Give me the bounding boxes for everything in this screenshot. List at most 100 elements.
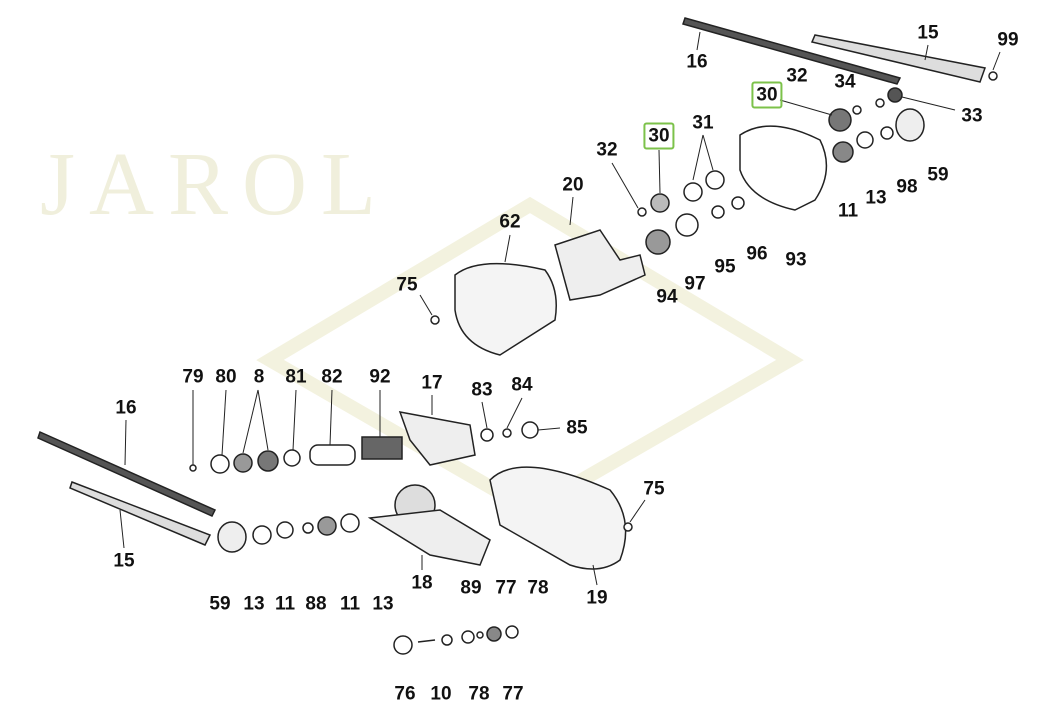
callout-11: 11 — [274, 593, 296, 615]
cover-19 — [489, 466, 627, 570]
callout-32: 32 — [786, 65, 808, 87]
callout-62: 62 — [499, 211, 521, 233]
lever-17 — [398, 411, 476, 466]
nut-99 — [988, 71, 998, 81]
washer-77 — [461, 630, 475, 644]
ring-31a — [705, 170, 725, 190]
leader-lines — [119, 31, 1001, 586]
ring-97 — [675, 213, 699, 237]
wiper-arm-bottom — [69, 481, 212, 546]
bolt-10 — [417, 639, 436, 643]
washer-78b — [505, 625, 519, 639]
bearing-30-top — [828, 108, 852, 132]
callout-30[interactable]: 30 — [751, 81, 783, 109]
callout-13: 13 — [372, 593, 394, 615]
callout-16: 16 — [686, 51, 708, 73]
callout-96: 96 — [746, 243, 768, 265]
callout-76: 76 — [394, 683, 416, 704]
callout-17: 17 — [421, 372, 443, 394]
washer-80 — [210, 454, 230, 474]
callout-19: 19 — [586, 587, 608, 609]
wiper-blade-bottom — [37, 430, 217, 517]
washer-13 — [252, 525, 272, 545]
washer-13-top — [856, 131, 874, 149]
wiper-arm-top — [810, 34, 986, 83]
callout-78: 78 — [527, 577, 549, 599]
washer-32-top — [852, 105, 862, 115]
callout-83: 83 — [471, 379, 493, 401]
spring-92 — [361, 436, 403, 460]
part-76 — [393, 635, 413, 655]
callout-15: 15 — [917, 22, 939, 44]
callout-82: 82 — [321, 366, 343, 388]
bearing-8b — [257, 450, 279, 472]
callout-59: 59 — [209, 593, 231, 615]
callout-79: 79 — [182, 366, 204, 388]
screw-75b — [623, 522, 633, 532]
callout-13: 13 — [243, 593, 265, 615]
callout-11: 11 — [339, 593, 361, 615]
callout-30[interactable]: 30 — [643, 122, 675, 150]
callout-93: 93 — [785, 249, 807, 271]
washer-32 — [637, 207, 647, 217]
seal-94 — [645, 229, 671, 255]
washer-95 — [711, 205, 725, 219]
callout-16: 16 — [115, 397, 137, 419]
washer-77b — [486, 626, 502, 642]
bearing-30 — [650, 193, 670, 213]
ring-85 — [521, 421, 539, 439]
callout-31: 31 — [692, 112, 714, 134]
gasket-93 — [739, 125, 828, 211]
callout-75: 75 — [396, 274, 418, 296]
callout-94: 94 — [656, 286, 678, 308]
cap-59-top — [895, 108, 925, 142]
callout-81: 81 — [285, 366, 307, 388]
callout-78: 78 — [468, 683, 490, 704]
callout-97: 97 — [684, 273, 706, 295]
watermark: JAROL — [40, 135, 391, 234]
callout-98: 98 — [896, 176, 918, 198]
callout-20: 20 — [562, 174, 584, 196]
washer-83 — [480, 428, 494, 442]
ring-88 — [302, 522, 314, 534]
washer-78 — [441, 634, 453, 646]
seal-11-top — [832, 141, 854, 163]
callout-85: 85 — [566, 417, 588, 439]
washer-96 — [731, 196, 745, 210]
callout-32: 32 — [596, 139, 618, 161]
callout-80: 80 — [215, 366, 237, 388]
cap-59 — [217, 521, 247, 553]
bolt-34 — [875, 98, 885, 108]
callout-34: 34 — [834, 71, 856, 93]
pin-84 — [502, 428, 512, 438]
callout-18: 18 — [411, 572, 433, 594]
bearing-8a — [233, 453, 253, 473]
callout-95: 95 — [714, 256, 736, 278]
nut-98 — [880, 126, 894, 140]
part-33 — [887, 87, 903, 103]
callout-88: 88 — [305, 593, 327, 615]
callout-89: 89 — [460, 577, 482, 599]
spacer-82 — [309, 444, 356, 466]
wiper-blade-top — [682, 17, 902, 85]
callout-13: 13 — [865, 187, 887, 209]
callout-59: 59 — [927, 164, 949, 186]
seal-11b — [317, 516, 337, 536]
part-89 — [476, 631, 484, 639]
callout-10: 10 — [430, 683, 452, 704]
ring-31b — [683, 182, 703, 202]
callout-15: 15 — [113, 550, 135, 572]
motor-18 — [367, 509, 491, 566]
callout-11: 11 — [837, 200, 859, 222]
washer-13b — [340, 513, 360, 533]
callout-77: 77 — [502, 683, 524, 704]
callout-75: 75 — [643, 478, 665, 500]
callout-8: 8 — [253, 366, 265, 388]
cover-62 — [454, 262, 557, 356]
screw-79 — [189, 464, 197, 472]
callout-99: 99 — [997, 29, 1019, 51]
callout-33: 33 — [961, 105, 983, 127]
screw-75 — [430, 315, 440, 325]
